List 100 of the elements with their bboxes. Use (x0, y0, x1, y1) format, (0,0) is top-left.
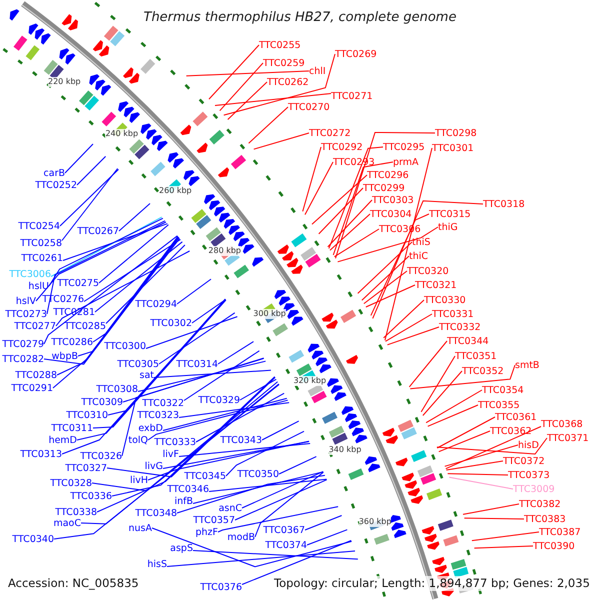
leader-line (192, 550, 358, 560)
gene-label: TTC0292 (321, 142, 363, 152)
leader-line (357, 242, 412, 294)
leader-line (334, 228, 380, 258)
leader-line (426, 390, 482, 424)
gene-label: TTC0311 (51, 422, 93, 434)
leader-line (422, 370, 462, 416)
gene-label: TTC0346 (167, 484, 209, 494)
leader-line (448, 476, 514, 490)
gene-label: TTC0282 (2, 354, 44, 364)
leader-line (94, 241, 183, 312)
gene-label: TTC0275 (57, 278, 99, 288)
leader-line (337, 226, 438, 262)
leader-line (76, 299, 226, 440)
leader-line (436, 438, 548, 455)
gene-label: TTC0350 (237, 468, 279, 480)
gene-label: hisD (518, 440, 539, 450)
leader-line (50, 216, 162, 277)
gene-label: TTC0272 (309, 128, 351, 138)
leader-line (122, 358, 264, 456)
gene-label: livG (144, 460, 163, 472)
leader-line (474, 546, 534, 549)
leader-line (148, 400, 288, 440)
leader-line (234, 479, 328, 520)
gene-label: TTC0367 (263, 524, 305, 536)
leader-line (304, 515, 342, 530)
gene-label: TTC0390 (533, 540, 575, 552)
gene-label: TTC0376 (200, 582, 242, 592)
gene-label: TTC0277 (14, 320, 56, 332)
gene-label: TTC0320 (407, 266, 449, 276)
gene-label: TTC0322 (142, 398, 184, 408)
leader-line (178, 443, 311, 457)
gene-label: TTC0340 (12, 534, 54, 544)
leader-line (62, 168, 118, 241)
gene-label: TTC0269 (335, 48, 377, 60)
gene-label: TTC0300 (104, 340, 146, 352)
gene-label: TTC0299 (363, 182, 405, 194)
gene-label: TTC0313 (20, 448, 62, 460)
gene-label: sat (140, 370, 154, 380)
gene-label: thiS (412, 236, 430, 248)
leader-line (208, 478, 328, 492)
leader-line (122, 358, 264, 402)
leader-line (48, 218, 164, 286)
gene-label: TTC0348 (135, 508, 177, 518)
leader-line (62, 298, 226, 454)
leader-line (36, 222, 166, 302)
gene-label: hslV (16, 296, 36, 306)
gene-label: tolQ (128, 434, 148, 446)
gene-label: TTC0343 (220, 434, 262, 446)
leader-line (166, 550, 356, 567)
gene-label: TTC0303 (372, 194, 414, 206)
gene-label: TTC0279 (2, 338, 44, 350)
gene-label: TTC0285 (64, 320, 106, 332)
leader-line (158, 312, 236, 364)
leader-line (84, 239, 181, 302)
gene-label: TTC0301 (432, 142, 474, 154)
gene-label: modB (227, 532, 255, 542)
leader-line (464, 518, 524, 520)
leader-line (408, 340, 448, 388)
gene-label: TTC0372 (503, 456, 545, 466)
leader-line (242, 540, 352, 585)
gene-label: TTC0305 (117, 358, 159, 370)
leader-line (106, 244, 186, 324)
gene-label: TTC0262 (267, 76, 309, 88)
gene-label: carB (44, 168, 65, 178)
gene-label: TTC3009 (513, 484, 555, 494)
leader-line (214, 93, 332, 106)
gene-label: smtB (515, 360, 540, 370)
gene-label: TTC0273 (5, 308, 47, 320)
leader-line (253, 132, 310, 150)
leader-line (60, 168, 119, 226)
gene-label: infB (174, 496, 193, 506)
leader-line (462, 504, 520, 515)
gene-label: livH (130, 474, 148, 486)
gene-label: hemD (48, 434, 77, 446)
gene-label: TTC0302 (150, 318, 192, 328)
leader-line (278, 456, 317, 474)
gene-label: TTC0361 (495, 412, 537, 422)
leader-line (92, 300, 226, 428)
leader-line (438, 430, 490, 452)
leader-line (410, 364, 516, 390)
gene-label: TTC3006 (9, 268, 51, 280)
gene-label: TTC0327 (65, 462, 107, 474)
leader-line (208, 44, 260, 100)
leader-line (335, 132, 436, 259)
gene-label: exbD (138, 422, 163, 434)
scale-label: 280 kbp (208, 246, 241, 256)
leader-line (444, 444, 518, 467)
leader-line (304, 162, 334, 216)
leader-line (471, 532, 540, 542)
leader-line (219, 62, 264, 112)
gene-label: TTC0354 (482, 384, 524, 396)
leader-line (112, 376, 276, 496)
leader-line (427, 404, 478, 427)
leader-line (56, 250, 190, 326)
gene-label: TTC0255 (259, 40, 301, 50)
gene-label: TTC0315 (429, 208, 471, 220)
leader-line (152, 528, 352, 568)
gene-label: maoC (53, 518, 81, 528)
leader-line (328, 146, 384, 249)
